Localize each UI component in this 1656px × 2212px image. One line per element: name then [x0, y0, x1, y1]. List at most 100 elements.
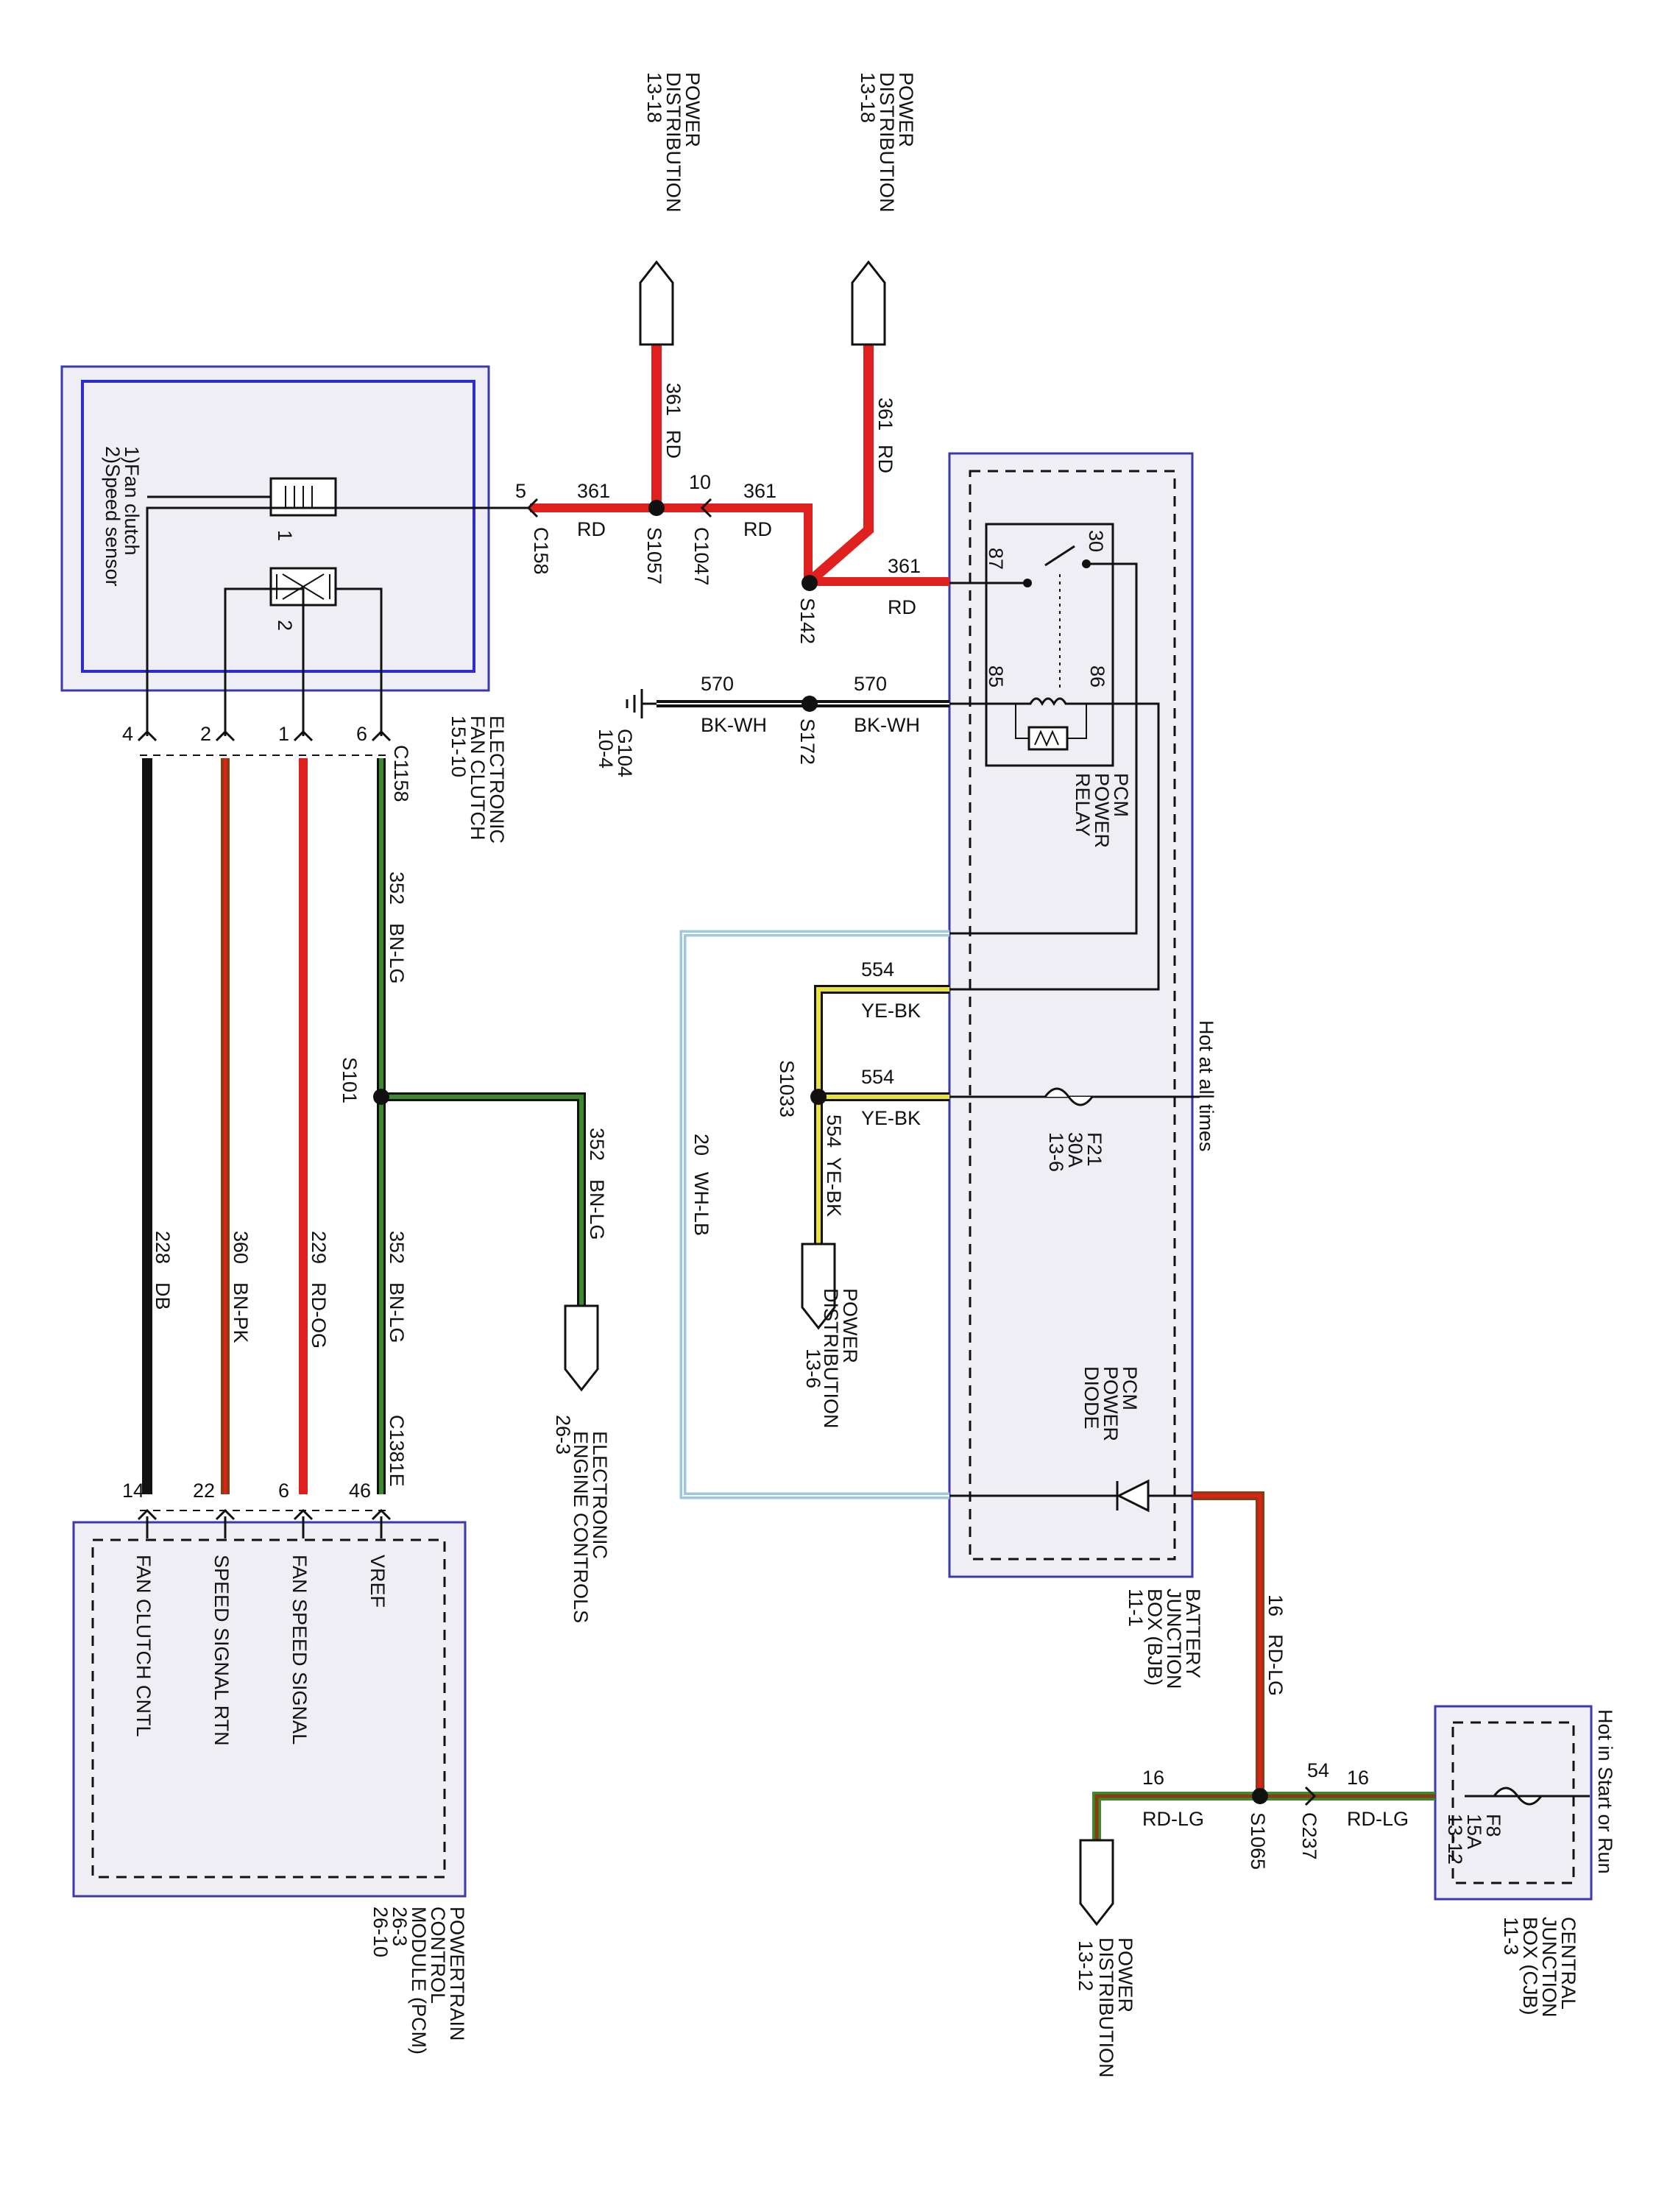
wire-352-c-color: BN-LG	[586, 1179, 608, 1240]
offpage-eec	[564, 1304, 599, 1392]
wire-361-d-color: RD	[743, 518, 772, 540]
diode-l1: PCM	[1119, 1366, 1141, 1410]
splice-s1065	[1252, 1788, 1268, 1804]
labels: POWER DISTRIBUTION 13-18 POWER DISTRIBUT…	[102, 72, 1616, 2078]
relay-l2: POWER	[1091, 773, 1113, 848]
cjb-l2: JUNCTION	[1538, 1917, 1560, 2018]
c1158-pin-2: 2	[200, 723, 211, 745]
c158-label: C158	[530, 527, 552, 575]
wire-352-a-num: 352	[386, 872, 408, 905]
wire-16-a-color: RD-LG	[1264, 1634, 1287, 1696]
f8-l1: F8	[1482, 1814, 1504, 1837]
pd-b-l1: POWER	[895, 72, 917, 147]
fuse-f8-icon	[1465, 1787, 1590, 1806]
wire-20-color: WH-LB	[690, 1172, 712, 1236]
wire-20	[679, 930, 949, 1499]
fan-clutch-pin-2: 2	[274, 620, 296, 631]
eec-l3: 26-3	[552, 1415, 574, 1455]
pcm-l1: POWERTRAIN	[446, 1907, 468, 2041]
wire-361-d-num: 361	[743, 480, 776, 502]
bjb-module	[948, 452, 1194, 1578]
splice-s172	[802, 696, 818, 712]
pcm-l2: CONTROL	[427, 1907, 449, 2004]
eec-l2: ENGINE CONTROLS	[570, 1431, 592, 1623]
pcm-module	[72, 1521, 467, 1898]
g104-l1: G104	[614, 729, 636, 777]
wire-360-color: BN-PK	[230, 1282, 252, 1343]
pd-a-l2: DISTRIBUTION	[662, 72, 684, 213]
relay-coil-icon	[1015, 697, 1087, 751]
f8-l3: 13-12	[1444, 1814, 1466, 1865]
g104-l2: 10-4	[595, 729, 617, 768]
wire-554-c-num: 554	[823, 1114, 845, 1148]
s142-label: S142	[796, 598, 818, 644]
wire-228-num: 228	[152, 1231, 174, 1264]
bjb-l1: BATTERY	[1182, 1589, 1204, 1678]
c158-pin: 5	[515, 480, 526, 502]
c237-pin: 54	[1307, 1759, 1329, 1781]
wire-352-a-color: BN-LG	[386, 923, 408, 984]
cjb-l1: CENTRAL	[1557, 1917, 1579, 2010]
wire-16-c-color: RD-LG	[1347, 1808, 1409, 1830]
wire-361-c-color: RD	[577, 518, 606, 540]
wire-554-b-color: YE-BK	[861, 1107, 921, 1129]
c1158-pin-1: 1	[278, 723, 289, 745]
splice-s1057	[648, 500, 665, 516]
wire-360-num: 360	[230, 1231, 252, 1264]
offpage-power-dist-a	[639, 260, 674, 346]
c1381e-pin-14: 14	[122, 1480, 144, 1502]
offpage-power-dist-c	[801, 1243, 836, 1330]
splice-s101	[373, 1089, 389, 1105]
wire-16	[1092, 1491, 1435, 1840]
pcm-sig-speed-rtn: SPEED SIGNAL RTN	[210, 1555, 233, 1746]
pd-d-l3: 13-12	[1075, 1940, 1097, 1991]
s172-label: S172	[796, 718, 818, 765]
bjb-l2: JUNCTION	[1163, 1589, 1185, 1689]
c1047-label: C1047	[690, 527, 712, 586]
c1381e-label: C1381E	[386, 1415, 408, 1487]
wire-361-a-num: 361	[662, 383, 684, 416]
offpage-power-dist-d	[1079, 1839, 1114, 1926]
wire-352-b-num: 352	[386, 1231, 408, 1264]
cjb-module	[1434, 1705, 1593, 1901]
c1158-pin-4: 4	[122, 723, 133, 745]
pcm-sig-fan-cntl: FAN CLUTCH CNTL	[132, 1555, 155, 1737]
wire-361-e-color: RD	[888, 596, 916, 618]
relay-pin-87: 87	[985, 548, 1007, 570]
ground-g104-icon	[626, 689, 657, 718]
wire-352	[377, 758, 586, 1494]
pcm-l4: 26-3	[389, 1907, 411, 1946]
wire-16-c-num: 16	[1347, 1767, 1369, 1789]
f8-l2: 15A	[1463, 1814, 1485, 1849]
f21-l3: 13-6	[1045, 1132, 1067, 1172]
pd-d-l1: POWER	[1114, 1937, 1136, 2013]
cjb-l3: BOX (CJB)	[1519, 1917, 1541, 2015]
fan-clutch-legend-1: 1)Fan clutch	[121, 446, 143, 556]
wire-361-b	[806, 344, 949, 586]
cjb-l4: 11-3	[1500, 1917, 1522, 1955]
diode-l2: POWER	[1100, 1366, 1122, 1441]
pcm-sig-vref: VREF	[367, 1555, 389, 1608]
wire-554-a-num: 554	[861, 958, 894, 980]
pcm-sig-fan-speed: FAN SPEED SIGNAL	[289, 1555, 311, 1745]
pd-c-l2: DISTRIBUTION	[820, 1288, 842, 1429]
pd-b-l3: 13-18	[857, 72, 879, 123]
splice-s142	[802, 575, 818, 591]
wire-352-c-num: 352	[586, 1128, 608, 1161]
splice-s1033	[810, 1089, 827, 1105]
wire-352-b-color: BN-LG	[386, 1282, 408, 1343]
pd-c-l3: 13-6	[802, 1349, 824, 1388]
relay-pin-30: 30	[1085, 530, 1107, 552]
relay-pin-86: 86	[1086, 665, 1108, 688]
fan-clutch-l3: 151-10	[447, 715, 470, 777]
wire-16-b-color: RD-LG	[1142, 1808, 1204, 1830]
wire-554-c-color: YE-BK	[823, 1157, 845, 1217]
pd-c-l1: POWER	[839, 1288, 861, 1363]
wire-229-num: 229	[308, 1231, 330, 1264]
c1381e-pin-6: 6	[278, 1480, 289, 1502]
wire-361-a-color: RD	[662, 430, 684, 459]
wire-554-b-num: 554	[861, 1066, 894, 1088]
s1033-label: S1033	[776, 1060, 798, 1117]
wire-570-a-num: 570	[701, 673, 734, 695]
